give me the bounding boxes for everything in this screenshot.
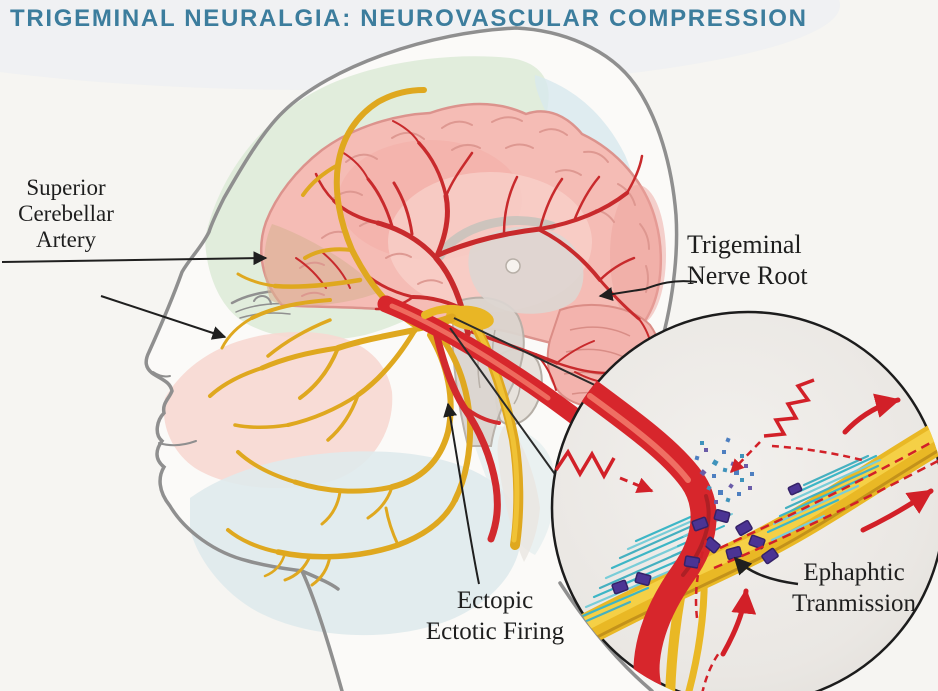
inset-circle — [550, 310, 938, 691]
zigzag-top-icon — [763, 378, 815, 438]
label-ectopic-firing: Ectopic Ectotic Firing — [405, 586, 585, 647]
label-line: Artery — [35, 226, 97, 252]
carotid-artery — [432, 328, 501, 543]
zigzag-left-icon — [554, 448, 616, 480]
zoom-callout-lines — [449, 317, 602, 485]
label-ephaptic-transmission: Ephaphtic Tranmission — [779, 557, 929, 620]
label-line: Tranmission — [791, 590, 917, 618]
signal-direction-arrows — [720, 393, 934, 657]
midbrain-circle — [505, 258, 521, 274]
label-line: Superior — [26, 175, 106, 200]
nerve-root-over-artery — [421, 304, 482, 322]
v2-maxillary-region — [163, 332, 393, 489]
ectopic-arrow — [443, 402, 480, 585]
signal-dash-upper — [719, 430, 938, 550]
label-line: Trigeminal — [687, 230, 802, 259]
sca-arrow — [1, 251, 268, 266]
label-line: Cerebellar — [18, 200, 114, 226]
label-line: Ephaphtic — [803, 559, 905, 586]
figure-title: TRIGEMINAL NEURALGIA: NEUROVASCULAR COMP… — [10, 5, 808, 32]
v3-mandibular-region — [190, 451, 522, 636]
signal-dash-lower — [713, 450, 938, 570]
occipital-deep-pink — [610, 185, 666, 325]
pain-signal-marks — [554, 378, 938, 691]
corpus-callosum — [435, 216, 557, 261]
label-trigeminal-nerve-root: Trigeminal Nerve Root — [687, 229, 857, 291]
tnr-arrow — [598, 280, 698, 301]
label-superior-cerebellar-artery: Superior Cerebellar Artery — [0, 175, 132, 253]
annotation-arrows — [1, 251, 698, 585]
sca-arrow-2 — [100, 295, 227, 340]
ephaptic-pointer-arrow — [733, 556, 799, 586]
thalamus — [468, 226, 584, 314]
label-line: Ectopic — [456, 587, 534, 614]
nose-mouth-creases — [152, 371, 197, 447]
label-line: Nerve Root — [687, 261, 808, 291]
label-line: Ectotic Firing — [425, 617, 565, 645]
